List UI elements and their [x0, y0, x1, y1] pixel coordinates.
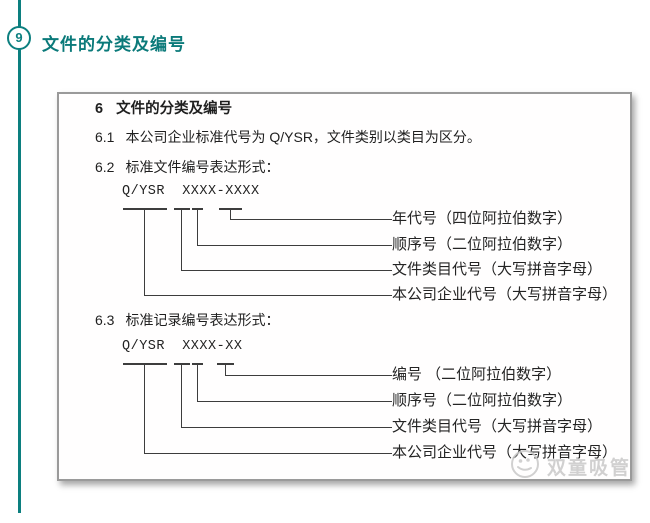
doc-heading-number: 6: [95, 101, 104, 117]
diagram-label: 顺序号（二位阿拉伯数字）: [392, 392, 573, 409]
diagram-label: 文件类目代号（大写拼音字母）: [392, 418, 603, 435]
clause-6-1-number: 6.1: [95, 129, 115, 145]
doc-heading: 6 文件的分类及编号: [95, 100, 232, 118]
watermark-text: 双童吸管: [547, 458, 632, 479]
clause-6-3-text: 标准记录编号表达形式：: [125, 312, 280, 328]
code-6-3: Q/YSR XXXX-XX: [122, 339, 243, 354]
pointer-line: [197, 208, 198, 245]
bracket-bar: [174, 208, 190, 210]
pointer-line: [144, 363, 145, 453]
section-number: 9: [15, 30, 23, 45]
diagram-label: 顺序号（二位阿拉伯数字）: [392, 236, 573, 253]
clause-6-2-number: 6.2: [95, 159, 115, 175]
pointer-line: [181, 427, 392, 428]
pointer-line: [230, 219, 392, 220]
pointer-line: [230, 208, 231, 219]
pointer-line: [144, 453, 392, 454]
clause-6-2: 6.2 标准文件编号表达形式：: [95, 158, 279, 176]
pointer-line: [144, 295, 392, 296]
pointer-line: [144, 208, 145, 295]
watermark-logo-icon: [509, 448, 541, 485]
watermark: 双童吸管: [509, 448, 631, 485]
pointer-line: [197, 401, 392, 402]
diagram-label: 本公司企业代号（大写拼音字母）: [392, 286, 618, 303]
accent-vertical-line: [18, 0, 21, 513]
code-6-2: Q/YSR XXXX-XXXX: [122, 184, 260, 199]
doc-heading-text: 文件的分类及编号: [116, 101, 233, 117]
pointer-line: [225, 363, 226, 375]
clause-6-2-text: 标准文件编号表达形式：: [125, 159, 280, 175]
section-number-badge: 9: [7, 26, 31, 50]
clause-6-1: 6.1 本公司企业标准代号为 Q/YSR，文件类别以类目为区分。: [95, 128, 481, 146]
diagram-label: 文件类目代号（大写拼音字母）: [392, 261, 603, 278]
pointer-line: [197, 245, 392, 246]
page-title: 文件的分类及编号: [42, 35, 186, 54]
diagram-label: 本公司企业代号（大写拼音字母）: [392, 444, 618, 461]
bracket-bar: [123, 208, 167, 210]
bracket-bar: [174, 363, 190, 365]
diagram-label: 年代号（四位阿拉伯数字）: [392, 210, 573, 227]
clause-6-3-number: 6.3: [95, 312, 115, 328]
pointer-line: [181, 270, 392, 271]
document-panel: 6 文件的分类及编号 6.1 本公司企业标准代号为 Q/YSR，文件类别以类目为…: [57, 92, 632, 481]
clause-6-1-text: 本公司企业标准代号为 Q/YSR，文件类别以类目为区分。: [125, 129, 481, 145]
pointer-line: [197, 363, 198, 401]
clause-6-3: 6.3 标准记录编号表达形式：: [95, 311, 279, 329]
bracket-bar: [123, 363, 167, 365]
pointer-line: [181, 208, 182, 270]
pointer-line: [225, 375, 392, 376]
diagram-label: 编号 （二位阿拉伯数字）: [392, 366, 562, 383]
pointer-line: [181, 363, 182, 427]
